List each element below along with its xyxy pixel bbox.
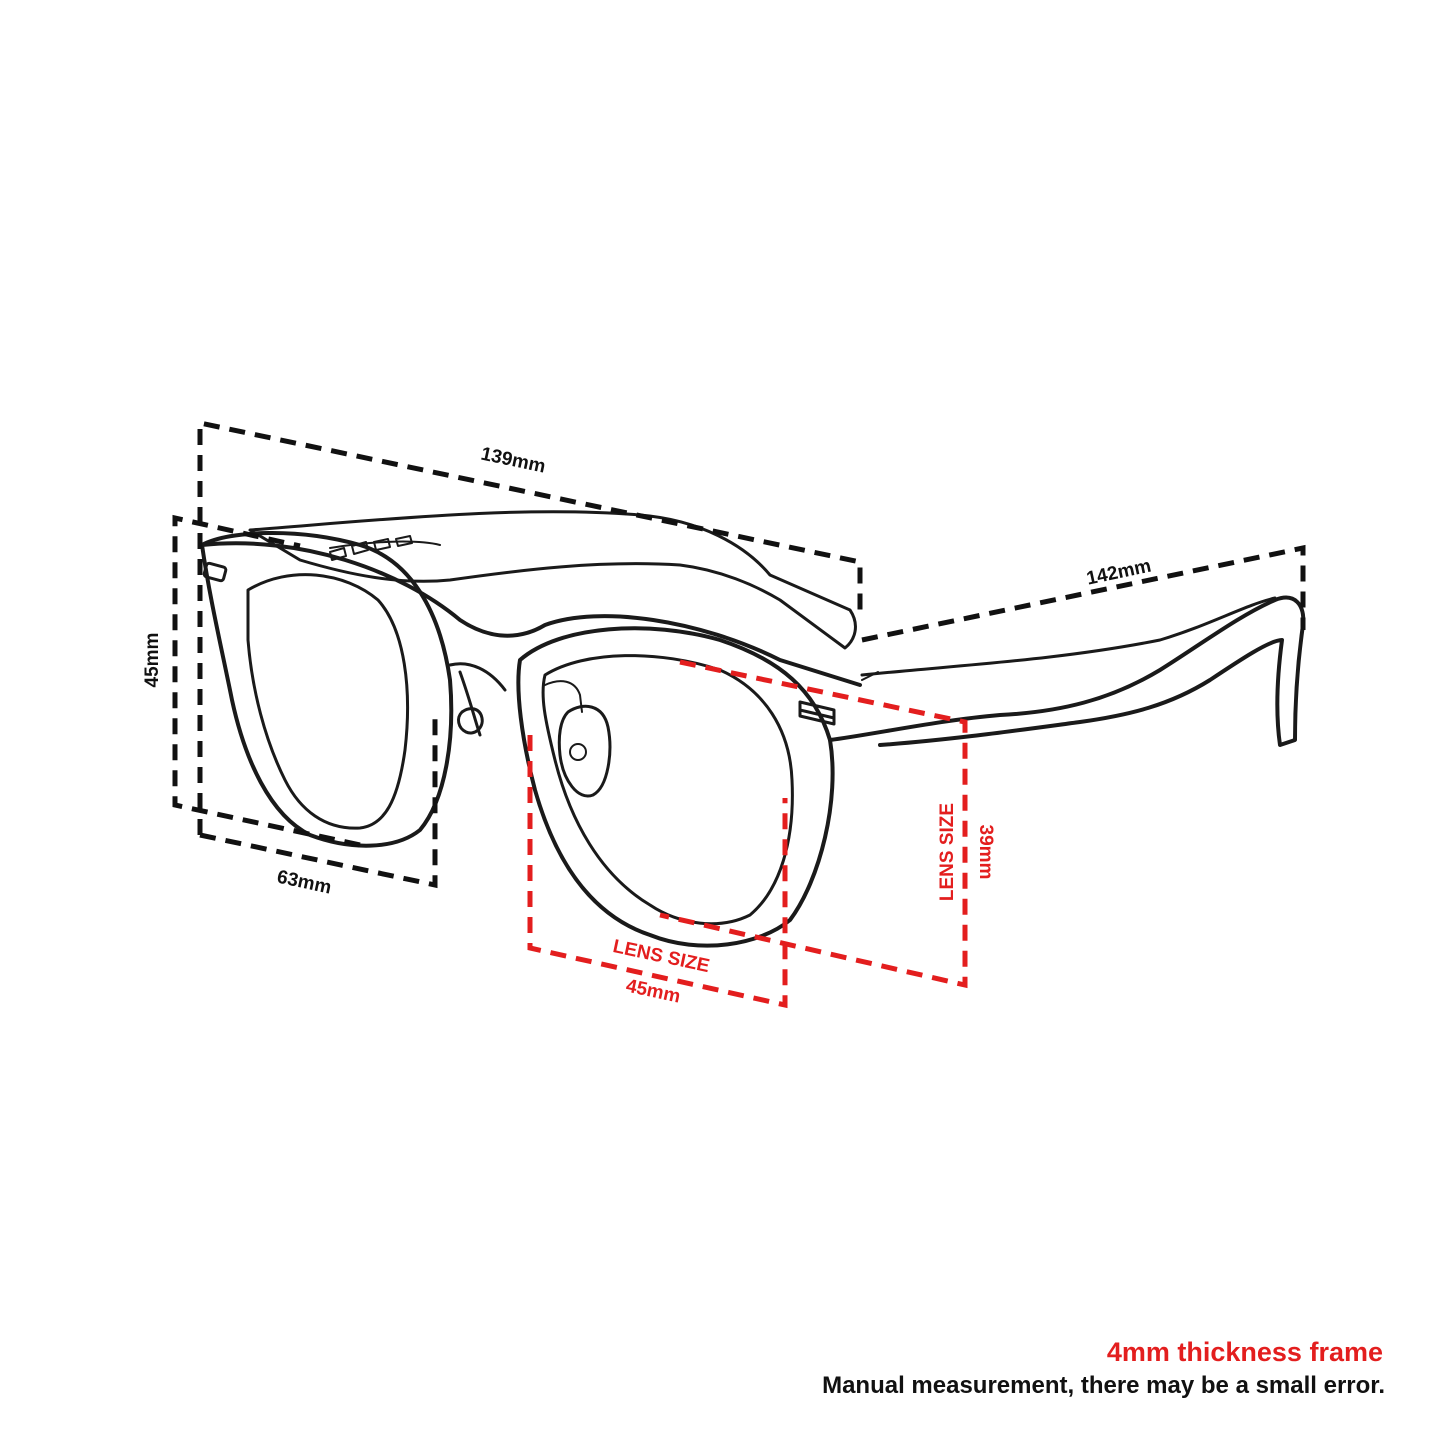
left-frame-outer [200,531,454,848]
dimension-guides-black [172,419,1306,889]
lens-width-size-label: LENS SIZE [611,936,711,977]
left-lens [246,573,410,830]
nose-pad-left [457,707,484,735]
lens-height-guide [659,659,968,989]
right-frame-outer [516,626,835,948]
right-hinge [798,700,836,726]
dimension-guides-red [527,659,968,1009]
frame-depth-label: 63mm [275,867,333,899]
nose-pad-right [557,704,612,798]
lens-height-value-label: 39mm [975,825,996,880]
lens-width-guide [527,735,788,1009]
glasses-sketch [200,510,1306,948]
measurement-note: Manual measurement, there may be a small… [822,1372,1385,1399]
brow-bar [200,541,862,687]
lens-width-value-label: 45mm [624,976,682,1008]
far-temple [248,510,857,650]
left-hinge-plate [202,561,228,583]
near-temple [828,595,1306,747]
frame-height-label: 45mm [142,633,163,688]
thickness-headline: 4mm thickness frame [1106,1337,1383,1367]
lens-height-size-label: LENS SIZE [937,803,958,901]
temple-length-guide [861,544,1306,643]
frame-width-label: 139mm [479,444,547,478]
frame-depth-guide [199,718,438,889]
